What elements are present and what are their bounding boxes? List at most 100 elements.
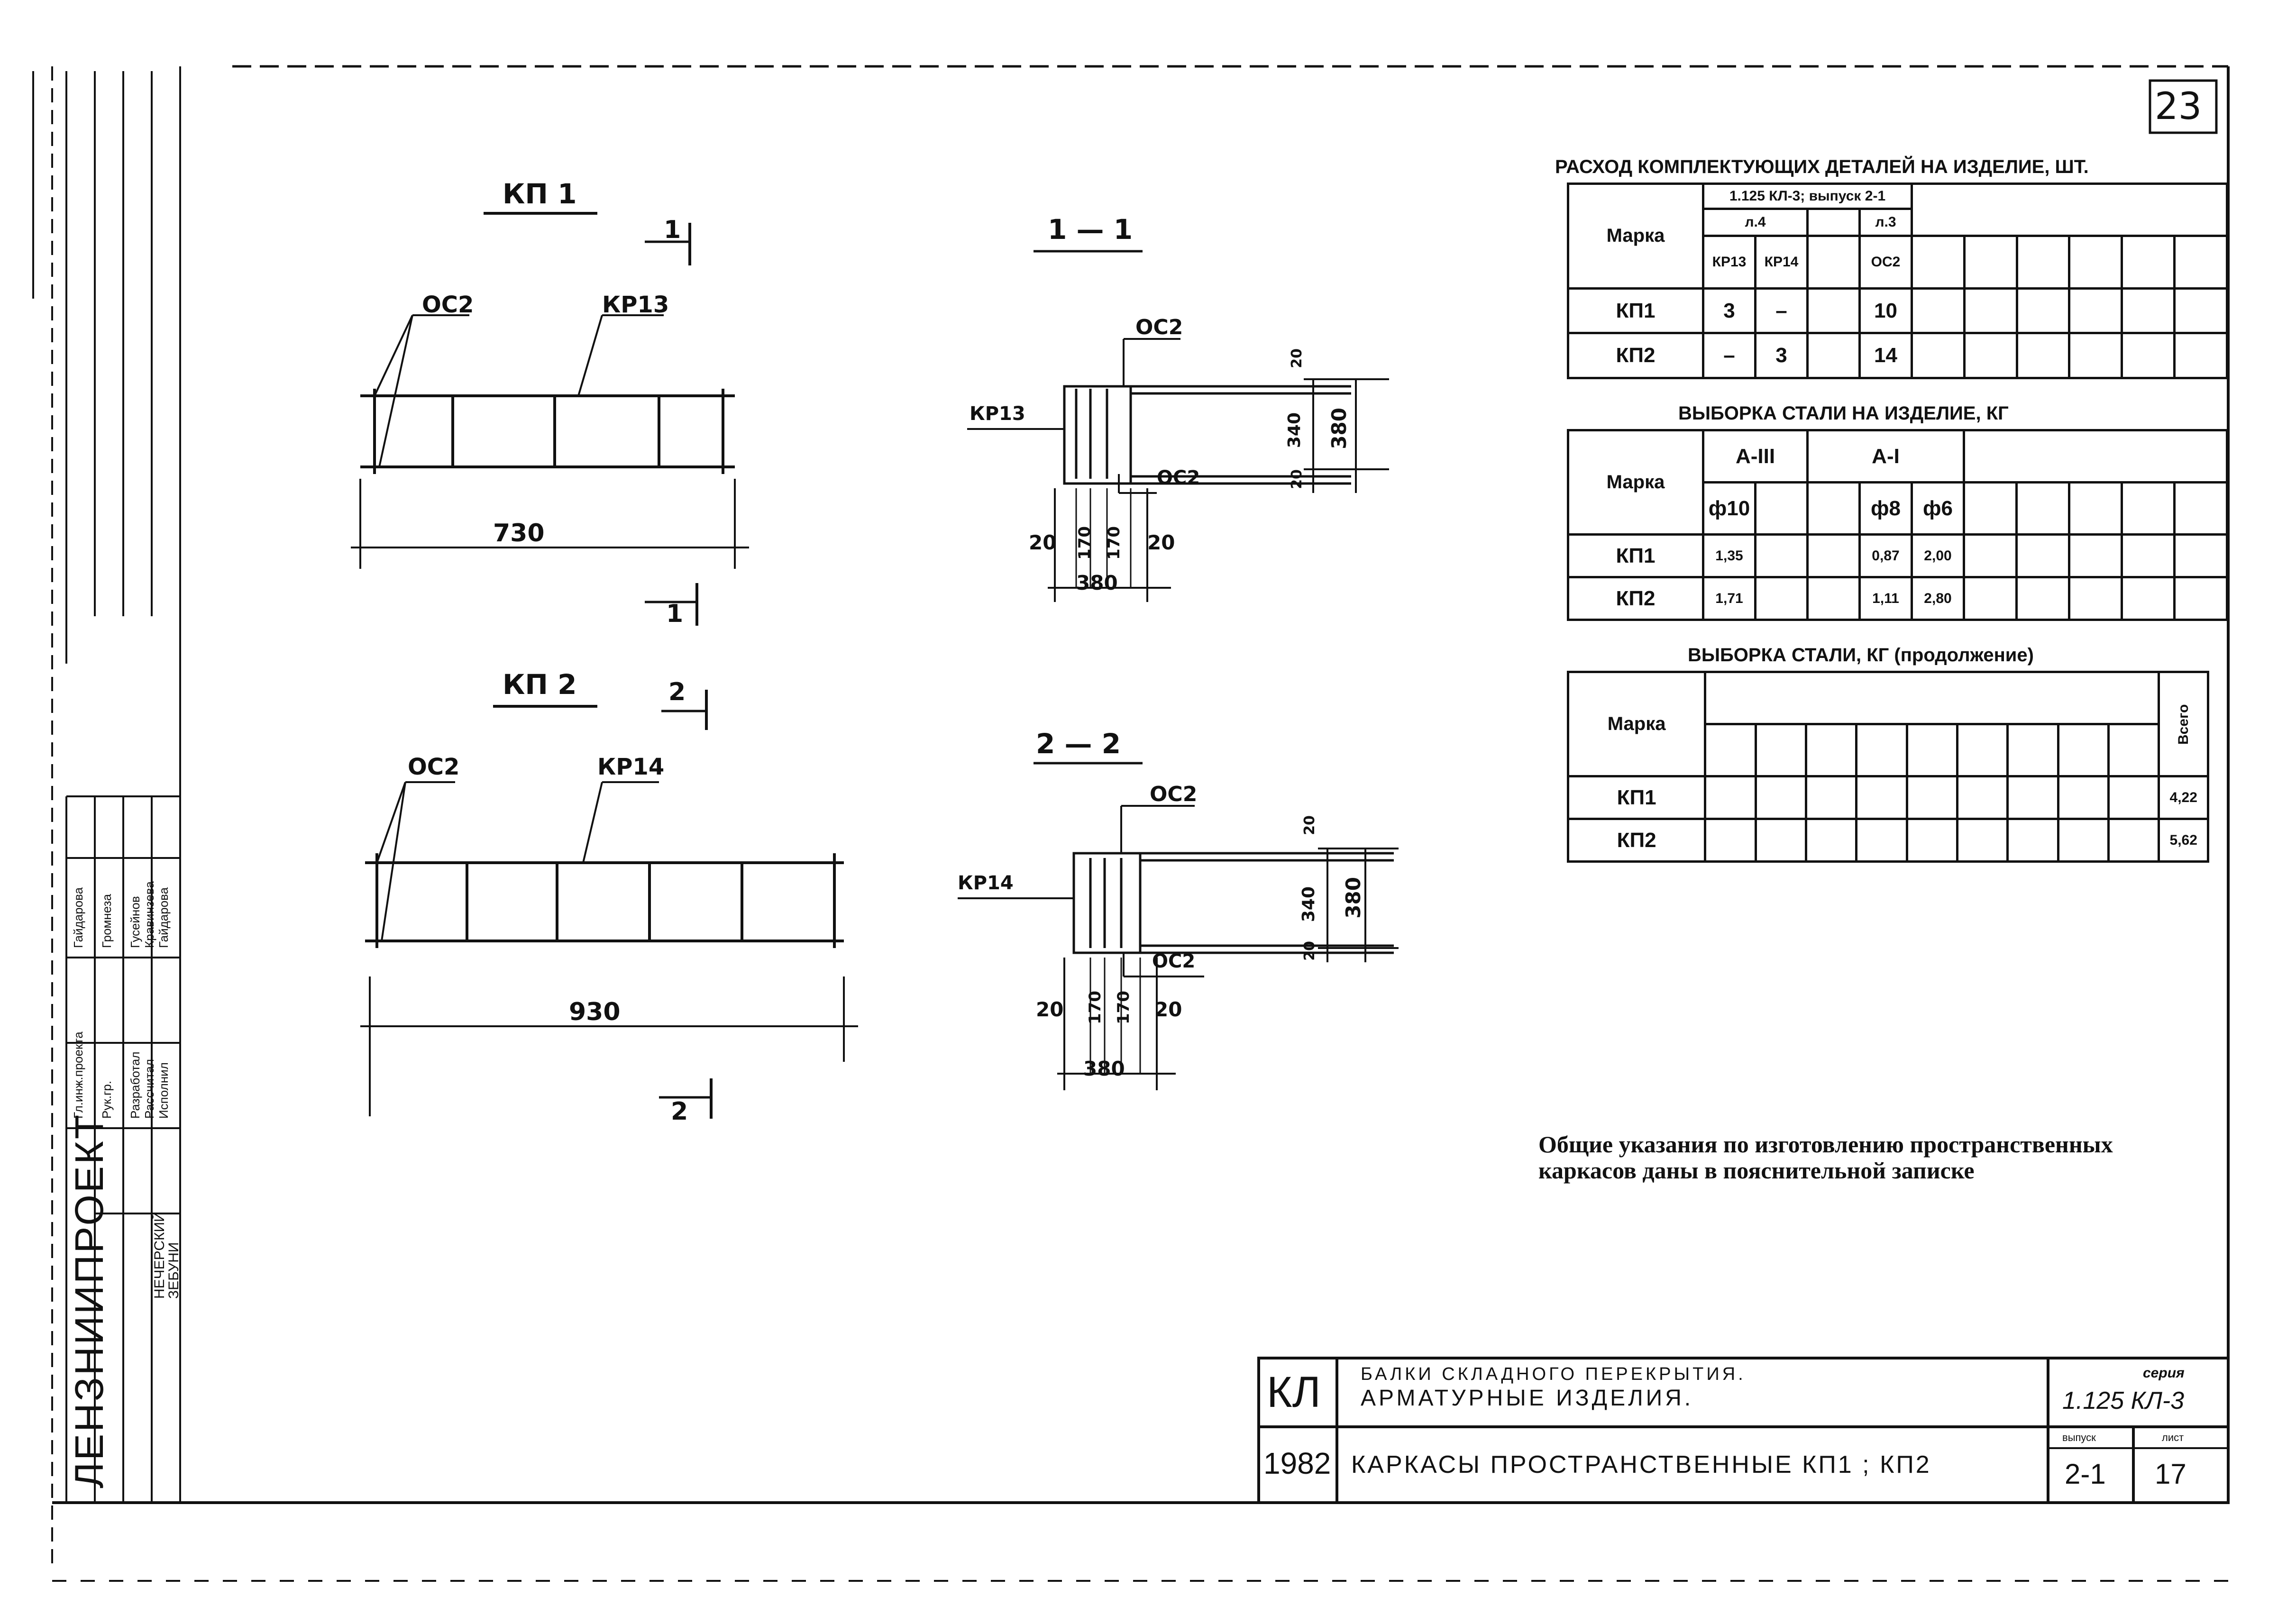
kp2-frame-drawing bbox=[360, 690, 858, 1119]
table-parts-empty2 bbox=[1911, 209, 2228, 237]
tb-sheet-label: лист bbox=[2162, 1432, 2184, 1443]
table-row: КП1 4,22 bbox=[1566, 775, 2209, 820]
sec2-dim-v-20b: 20 bbox=[1301, 941, 1318, 961]
sec1-dim-width: 380 bbox=[1076, 571, 1118, 594]
table-cell: 2,00 bbox=[1911, 533, 1965, 578]
stamp-name-4: Кравинзева bbox=[142, 881, 156, 948]
tb-line-2: АРМАТУРНЫЕ ИЗДЕЛИЯ. bbox=[1361, 1386, 1694, 1411]
sec2-dim-20b: 20 bbox=[1154, 998, 1182, 1021]
table-steel-row1-mark: КП1 bbox=[1567, 533, 1704, 578]
kp1-label-kr: КР13 bbox=[602, 292, 669, 318]
table-parts-series: 1.125 КЛ-3; выпуск 2-1 bbox=[1702, 182, 1913, 210]
stamp-role-1: Гл.инж.проекта bbox=[71, 1031, 85, 1119]
section-2-2-drawing bbox=[958, 762, 1399, 1090]
tb-year: 1982 bbox=[1263, 1446, 1331, 1480]
table-cell bbox=[1754, 533, 1809, 578]
sec1-dim-v-20a: 20 bbox=[1289, 348, 1305, 368]
frame bbox=[51, 65, 2238, 1582]
table-cell: 10 bbox=[1858, 287, 1913, 335]
tb-sheet-value: 17 bbox=[2155, 1458, 2186, 1490]
table-parts-group2: л.3 bbox=[1858, 207, 1913, 237]
sec2-dim-20a: 20 bbox=[1036, 998, 1064, 1021]
tb-code: КЛ bbox=[1267, 1368, 1321, 1416]
table-steel-header-mark: Марка bbox=[1567, 429, 1704, 536]
stamp-org: ЛЕНЗНИИПРОЕКТ bbox=[67, 1113, 111, 1488]
table-parts-row2-mark: КП2 bbox=[1567, 332, 1704, 379]
table-steel-title: ВЫБОРКА СТАЛИ НА ИЗДЕЛИЕ, КГ bbox=[1678, 403, 2009, 424]
table-cell: 14 bbox=[1858, 332, 1913, 379]
table-row: КП2 – 3 14 bbox=[1567, 332, 2228, 379]
table-row: КП2 1,71 1,11 2,80 bbox=[1567, 576, 2228, 621]
kp2-label-os: ОС2 bbox=[408, 754, 460, 780]
table-parts-col-3 bbox=[1806, 235, 1861, 290]
left-stamp-lines bbox=[32, 66, 181, 1503]
table-steel-col-3 bbox=[1806, 481, 1861, 536]
sec1-label-kr: КР13 bbox=[970, 403, 1025, 425]
stamp-lower-1: НЕЧЕРСКИЙ bbox=[152, 1212, 167, 1299]
sec1-dim-v-380: 380 bbox=[1327, 408, 1351, 449]
table-steel-cont-row2-mark: КП2 bbox=[1566, 818, 1707, 863]
kp2-section-mark-top: 2 bbox=[668, 678, 686, 706]
table-cell: 0,87 bbox=[1858, 533, 1913, 578]
table-cell: 2,80 bbox=[1911, 576, 1965, 621]
table-parts-group-empty bbox=[1806, 207, 1861, 237]
table-cell bbox=[1806, 533, 1861, 578]
table-steel-col-4: ф8 bbox=[1858, 481, 1913, 536]
sheet-number: 23 bbox=[2155, 85, 2202, 128]
table-parts-group1: л.4 bbox=[1702, 207, 1809, 237]
table-steel-cont-title: ВЫБОРКА СТАЛИ, КГ (продолжение) bbox=[1688, 645, 2034, 666]
stamp-role-3: Разработал bbox=[128, 1051, 142, 1119]
table-steel-group1: А-III bbox=[1702, 429, 1809, 484]
stamp-role-2: Рук.гр. bbox=[100, 1080, 114, 1119]
title-block-frame bbox=[1257, 1357, 2230, 1504]
table-cell bbox=[1754, 576, 1809, 621]
table-cell: 1,11 bbox=[1858, 576, 1913, 621]
stamp-role-5: Исполнил bbox=[156, 1062, 171, 1119]
kp1-label-os: ОС2 bbox=[422, 292, 474, 318]
table-row: КП1 3 – 10 bbox=[1567, 287, 2228, 335]
table-steel-cont-total-label: Всего bbox=[2159, 672, 2208, 776]
section-1-1-drawing bbox=[967, 250, 1389, 602]
table-cell bbox=[1806, 287, 1861, 335]
stamp-name-1: Гайдарова bbox=[71, 887, 85, 948]
sec2-dim-v-340: 340 bbox=[1299, 886, 1318, 922]
sec1-label-os-top: ОС2 bbox=[1135, 315, 1183, 339]
table-parts-empty bbox=[1911, 182, 2228, 209]
table-parts-col-2: КР14 bbox=[1754, 235, 1809, 290]
table-parts-col-4: ОС2 bbox=[1858, 235, 1913, 290]
table-cell: 3 bbox=[1702, 287, 1756, 335]
table-steel-group2: А-I bbox=[1806, 429, 1965, 484]
tb-issue-value: 2-1 bbox=[2065, 1458, 2106, 1490]
table-cell: 1,35 bbox=[1702, 533, 1756, 578]
sec2-title: 2 — 2 bbox=[1036, 728, 1121, 760]
tb-subject: КАРКАСЫ ПРОСТРАНСТВЕННЫЕ КП1 ; КП2 bbox=[1351, 1451, 1931, 1478]
tb-issue-label: выпуск bbox=[2062, 1432, 2096, 1443]
table-cell: 3 bbox=[1754, 332, 1809, 379]
sec2-label-os-top: ОС2 bbox=[1150, 782, 1198, 806]
table-steel-col-2 bbox=[1754, 481, 1809, 536]
table-cell bbox=[1806, 332, 1861, 379]
sec1-dim-20b: 20 bbox=[1147, 531, 1175, 554]
sec2-dim-v-380: 380 bbox=[1342, 877, 1365, 919]
kp1-frame-drawing bbox=[351, 212, 749, 626]
table-steel-cont: Марка Всего КП1 4,22 КП2 5,62 bbox=[1566, 671, 2209, 863]
stamp-name-2: Громнеза bbox=[100, 894, 114, 948]
sec1-dim-v-340: 340 bbox=[1285, 412, 1304, 448]
sec1-dim-v-20b: 20 bbox=[1289, 469, 1305, 489]
table-parts-header-mark: Марка bbox=[1567, 182, 1704, 290]
sec1-dim-20a: 20 bbox=[1029, 531, 1057, 554]
sec1-title: 1 — 1 bbox=[1048, 213, 1133, 246]
note-line-1: Общие указания по изготовлению пространс… bbox=[1538, 1131, 2113, 1158]
table-row: КП2 5,62 bbox=[1566, 818, 2209, 863]
sec2-label-os-bottom: ОС2 bbox=[1152, 950, 1196, 972]
sec2-dim-v-20a: 20 bbox=[1301, 815, 1318, 835]
stamp-lower-2: ЗЕБУНИ bbox=[166, 1242, 182, 1299]
table-parts-col-1: КР13 bbox=[1702, 235, 1756, 290]
tb-line-1: БАЛКИ СКЛАДНОГО ПЕРЕКРЫТИЯ. bbox=[1361, 1364, 1746, 1384]
tb-series-label: серия bbox=[2143, 1365, 2185, 1381]
kp2-section-mark-bottom: 2 bbox=[671, 1097, 688, 1126]
kp1-dim-length: 730 bbox=[493, 519, 545, 547]
kp2-title: КП 2 bbox=[503, 668, 577, 701]
table-parts-title: РАСХОД КОМПЛЕКТУЮЩИХ ДЕТАЛЕЙ НА ИЗДЕЛИЕ,… bbox=[1555, 156, 2089, 177]
